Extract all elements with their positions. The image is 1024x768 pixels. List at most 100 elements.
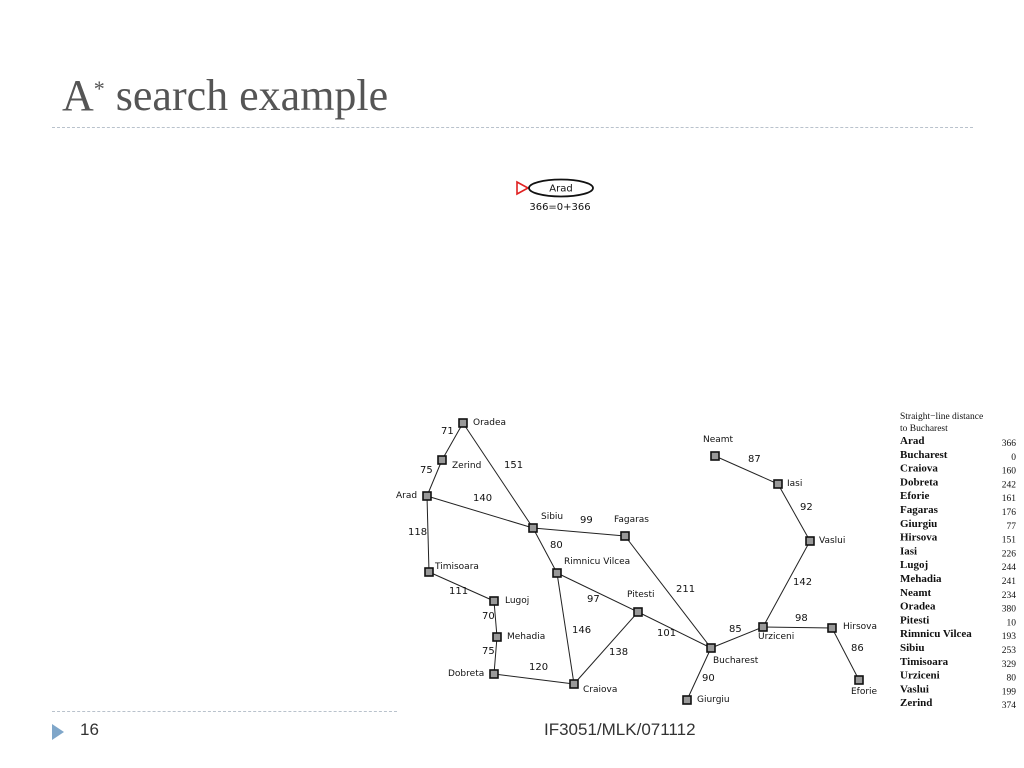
sld-city-name: Fagaras bbox=[900, 504, 939, 516]
city-node-dobreta bbox=[489, 669, 499, 679]
road-iasi-neamt bbox=[714, 455, 779, 485]
sld-city-name: Timisoara bbox=[900, 656, 949, 668]
city-label-dobreta: Dobreta bbox=[448, 669, 484, 679]
city-node-giurgiu bbox=[682, 695, 692, 705]
sld-city-name: Iasi bbox=[900, 545, 917, 557]
city-label-vaslui: Vaslui bbox=[819, 536, 845, 546]
city-label-sibiu: Sibiu bbox=[541, 512, 563, 522]
sld-distance-value: 241 bbox=[1002, 577, 1017, 587]
sld-distance-value: 193 bbox=[1002, 632, 1017, 642]
sld-distance-value: 77 bbox=[1007, 522, 1017, 532]
sld-city-name: Pitesti bbox=[900, 614, 929, 626]
road-urziceni-vaslui bbox=[762, 540, 811, 628]
road-distance-label: 111 bbox=[449, 586, 468, 597]
sld-distance-value: 253 bbox=[1002, 646, 1017, 656]
road-sibiu-rimnicu bbox=[532, 527, 558, 574]
road-mehadia-dobreta bbox=[493, 636, 498, 675]
city-label-mehadia: Mehadia bbox=[507, 632, 545, 642]
sld-distance-value: 244 bbox=[1002, 563, 1017, 573]
sld-city-name: Oradea bbox=[900, 601, 936, 613]
sld-distance-value: 380 bbox=[1002, 605, 1017, 615]
road-urziceni-hirsova bbox=[762, 626, 833, 629]
road-distance-label: 98 bbox=[795, 613, 808, 624]
city-node-craiova bbox=[569, 679, 579, 689]
road-sibiu-fagaras bbox=[532, 527, 626, 537]
road-distance-label: 75 bbox=[420, 465, 433, 476]
road-distance-label: 70 bbox=[482, 611, 495, 622]
sld-city-name: Dobreta bbox=[900, 476, 939, 488]
sld-city-name: Craiova bbox=[900, 463, 938, 475]
sld-distance-value: 234 bbox=[1002, 591, 1017, 601]
road-fagaras-bucharest bbox=[624, 535, 712, 649]
road-distance-label: 118 bbox=[408, 527, 427, 538]
footer-course-code: IF3051/MLK/071112 bbox=[544, 720, 696, 739]
city-label-lugoj: Lugoj bbox=[505, 596, 529, 606]
road-arad-timisoara bbox=[426, 495, 430, 573]
road-distance-label: 211 bbox=[676, 584, 695, 595]
city-node-pitesti bbox=[633, 607, 643, 617]
sld-distance-value: 329 bbox=[1002, 660, 1017, 670]
city-node-bucharest bbox=[706, 643, 716, 653]
road-distance-label: 71 bbox=[441, 426, 454, 437]
road-distance-label: 80 bbox=[550, 540, 563, 551]
city-label-eforie: Eforie bbox=[851, 687, 878, 697]
city-node-oradea bbox=[458, 418, 468, 428]
road-lugoj-mehadia bbox=[493, 600, 498, 638]
city-label-arad: Arad bbox=[396, 491, 417, 501]
road-oradea-zerind bbox=[441, 422, 464, 461]
sld-distance-value: 80 bbox=[1007, 674, 1017, 684]
city-node-eforie bbox=[854, 675, 864, 685]
road-distance-label: 142 bbox=[793, 577, 812, 588]
city-label-rimnicu: Rimnicu Vilcea bbox=[564, 557, 630, 567]
city-label-fagaras: Fagaras bbox=[614, 515, 649, 525]
sld-distance-value: 176 bbox=[1002, 508, 1017, 518]
search-tree: Arad 366=0+366 bbox=[516, 178, 594, 213]
sld-city-name: Mehadia bbox=[900, 573, 942, 585]
road-vaslui-iasi bbox=[777, 483, 811, 542]
slide-title: A* search example bbox=[62, 71, 389, 120]
road-timisoara-lugoj bbox=[428, 571, 495, 602]
city-label-hirsova: Hirsova bbox=[843, 622, 877, 632]
road-distance-label: 86 bbox=[851, 643, 864, 654]
road-bucharest-urziceni bbox=[710, 626, 764, 649]
sld-distance-value: 366 bbox=[1002, 439, 1017, 449]
city-label-neamt: Neamt bbox=[703, 435, 734, 445]
city-node-rimnicu bbox=[552, 568, 562, 578]
sld-distance-value: 226 bbox=[1002, 549, 1017, 559]
sld-city-name: Lugoj bbox=[900, 559, 928, 571]
road-arad-sibiu bbox=[426, 495, 534, 529]
road-distance-label: 90 bbox=[702, 673, 715, 684]
city-label-oradea: Oradea bbox=[473, 418, 506, 428]
road-distance-label: 87 bbox=[748, 454, 761, 465]
road-distance-label: 99 bbox=[580, 515, 593, 526]
sld-distance-value: 10 bbox=[1007, 618, 1017, 628]
city-node-urziceni bbox=[758, 622, 768, 632]
tree-node-arad bbox=[528, 178, 594, 198]
city-node-sibiu bbox=[528, 523, 538, 533]
road-distance-label: 101 bbox=[657, 628, 676, 639]
tree-node-label: Arad bbox=[549, 184, 572, 195]
road-distance-label: 151 bbox=[504, 460, 523, 471]
road-bucharest-giurgiu bbox=[686, 647, 712, 701]
sld-city-name: Urziceni bbox=[900, 670, 940, 682]
road-distance-label: 140 bbox=[473, 493, 492, 504]
city-node-mehadia bbox=[492, 632, 502, 642]
sld-city-name: Arad bbox=[900, 435, 924, 447]
road-distance-label: 97 bbox=[587, 594, 600, 605]
sld-title-line1: Straight−line distance bbox=[900, 412, 983, 422]
road-distance-label: 138 bbox=[609, 647, 628, 658]
sld-distance-value: 374 bbox=[1002, 701, 1017, 711]
city-node-neamt bbox=[710, 451, 720, 461]
road-zerind-arad bbox=[426, 459, 443, 497]
road-distance-label: 146 bbox=[572, 625, 591, 636]
sld-distance-value: 0 bbox=[1011, 453, 1016, 463]
city-label-giurgiu: Giurgiu bbox=[697, 695, 730, 705]
slide-bullet-icon bbox=[52, 724, 64, 740]
city-label-bucharest: Bucharest bbox=[713, 656, 759, 666]
road-pitesti-bucharest bbox=[637, 611, 712, 649]
city-node-iasi bbox=[773, 479, 783, 489]
road-distance-label: 75 bbox=[482, 646, 495, 657]
